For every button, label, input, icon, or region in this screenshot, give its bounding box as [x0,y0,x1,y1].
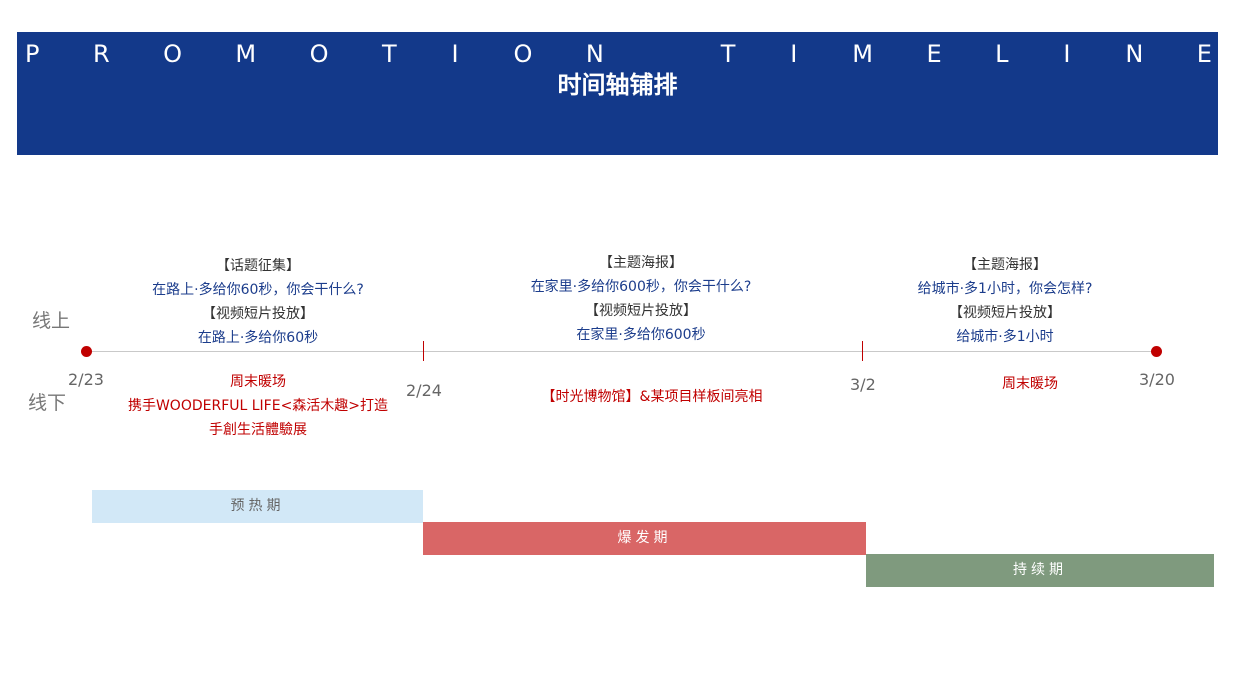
banner-title-letter: T [381,40,397,68]
timeline-end-dot [1151,346,1162,357]
online-block-1-line: 在路上·多给你60秒 [197,330,319,346]
online-block-2: 【主题海报】 在家里·多给你600秒，你会干什么? 【视频短片投放】 在家里·多… [480,251,802,347]
offline-block-3-line: 周末暖场 [1002,376,1058,392]
banner-title-letter: M [852,40,874,68]
timeline-start-dot [81,346,92,357]
date-label-end: 3/20 [1139,370,1175,389]
online-block-1-line: 在路上·多给你60秒，你会干什么? [152,282,364,298]
online-block-3-line: 【视频短片投放】 [949,305,1061,321]
timeline-tick-1 [423,341,424,361]
banner-title-letter: T [720,40,736,68]
online-block-2-line: 【主题海报】 [599,255,683,271]
date-label-start: 2/23 [68,370,104,389]
offline-block-1-line: 周末暖场 [230,374,286,390]
timeline-axis [86,351,1156,352]
online-block-3-line: 【主题海报】 [963,257,1047,273]
banner-title-letter: I [451,40,459,68]
phase-bar-warmup: 预热期 [92,490,423,523]
offline-block-1-line: 手創生活體驗展 [209,422,307,438]
banner-title-letter: P [25,40,40,68]
offline-block-2-line: 【时光博物馆】&某项目样板间亮相 [541,389,763,405]
online-block-1-line: 【话题征集】 [216,258,300,274]
online-block-1-line: 【视频短片投放】 [202,306,314,322]
banner-title-letter: I [790,40,798,68]
date-label-2: 2/24 [406,381,442,400]
banner-title-cn: 时间轴铺排 [557,71,678,99]
banner-title-letter: E [926,40,942,68]
header-banner: P R O M O T I O N T I M E L I N E 时间轴铺排 [17,32,1218,155]
online-block-3-line: 给城市·多1小时 [956,329,1054,345]
banner-title-letter: O [513,40,533,68]
date-label-3: 3/2 [850,375,876,394]
offline-block-2: 【时光博物馆】&某项目样板间亮相 [500,385,804,409]
online-block-1: 【话题征集】 在路上·多给你60秒，你会干什么? 【视频短片投放】 在路上·多给… [100,254,416,350]
online-block-2-line: 【视频短片投放】 [585,303,697,319]
banner-title-letter [657,40,667,68]
online-block-3: 【主题海报】 给城市·多1小时，你会怎样? 【视频短片投放】 给城市·多1小时 [880,253,1130,349]
banner-title-letter: M [235,40,257,68]
offline-block-1-line: 携手WOODERFUL LIFE<森活木趣>打造 [127,398,389,414]
banner-title-letter: O [163,40,182,68]
banner-title-letter: O [309,40,329,68]
phase-bar-burst: 爆发期 [423,522,866,555]
banner-title-letter: N [585,40,604,68]
timeline-tick-2 [862,341,863,361]
row-label-online: 线上 [32,310,71,332]
row-label-offline: 线下 [28,392,67,414]
phase-bar-sustain: 持续期 [866,554,1214,587]
banner-title-letter: E [1196,40,1212,68]
offline-block-1: 周末暖场 携手WOODERFUL LIFE<森活木趣>打造 手創生活體驗展 [110,370,406,442]
online-block-2-line: 在家里·多给你600秒 [576,327,706,343]
banner-title-letter: L [995,40,1009,68]
banner-title-letter: I [1063,40,1071,68]
online-block-2-line: 在家里·多给你600秒，你会干什么? [530,279,752,295]
online-block-3-line: 给城市·多1小时，你会怎样? [917,281,1093,297]
offline-block-3: 周末暖场 [950,372,1110,396]
banner-title-letter: R [92,40,110,68]
banner-title-letter: N [1125,40,1144,68]
